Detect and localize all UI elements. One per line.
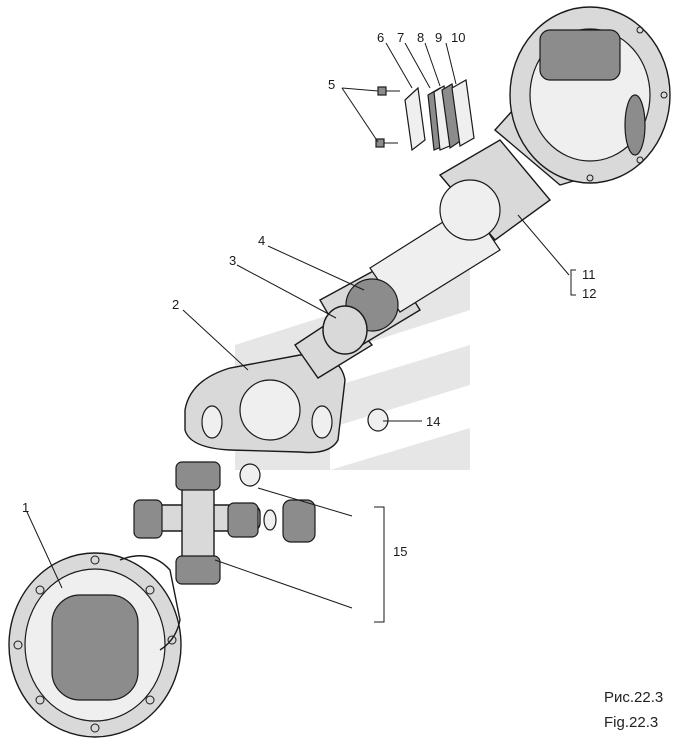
callout-2: 2	[172, 297, 179, 312]
callout-8: 8	[417, 30, 424, 45]
flange-part-1	[8, 552, 182, 738]
callout-14: 14	[426, 414, 440, 429]
splined-sleeve-part-11-12	[438, 139, 552, 241]
callout-7: 7	[397, 30, 404, 45]
callout-3: 3	[229, 253, 236, 268]
mounting-bolt-upper-part-5	[377, 86, 400, 96]
yoke-part-2	[184, 354, 346, 454]
callout-15: 15	[393, 544, 407, 559]
callout-10: 10	[451, 30, 465, 45]
callout-12: 12	[582, 286, 596, 301]
grease-fitting-washer	[239, 463, 261, 487]
gearbox-housing	[493, 6, 671, 186]
seal-cover-part-10	[451, 79, 475, 147]
callout-6: 6	[377, 30, 384, 45]
universal-joint-cross-part-15	[133, 461, 316, 585]
callout-9: 9	[435, 30, 442, 45]
bracket-11-12	[570, 269, 576, 296]
figure-caption-en: Fig.22.3	[604, 714, 658, 731]
leader-lines	[26, 42, 570, 609]
callout-1: 1	[22, 500, 29, 515]
callout-4: 4	[258, 233, 265, 248]
grease-fitting-part-14	[367, 408, 389, 432]
bracket-15	[374, 506, 385, 623]
callout-5: 5	[328, 77, 335, 92]
lock-plate-part-6	[404, 86, 426, 152]
callout-11: 11	[582, 267, 596, 282]
figure-caption-ru: Рис.22.3	[604, 689, 663, 706]
flange-bolt-holes	[13, 555, 177, 733]
mounting-bolt-lower-part-5	[375, 138, 398, 148]
